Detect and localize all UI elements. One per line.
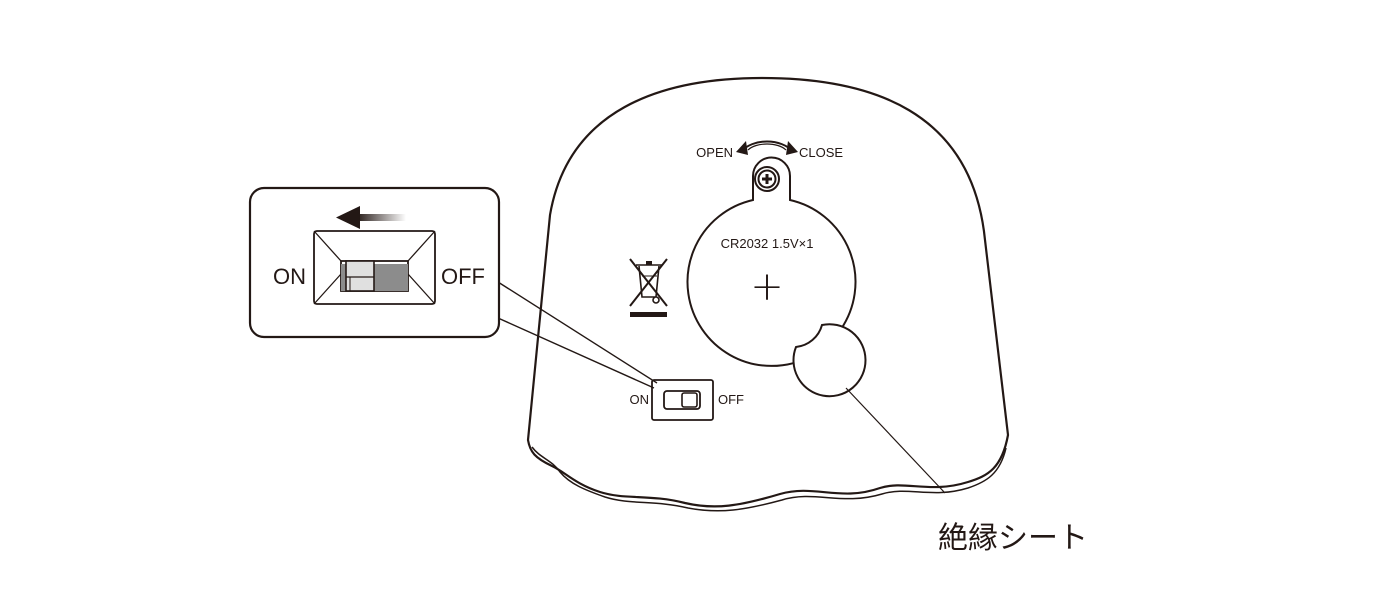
switch-off-label: OFF	[718, 392, 744, 407]
polarity-plus-sign: +	[750, 264, 784, 310]
open-label: OPEN	[696, 145, 733, 160]
zoom-off-label: OFF	[441, 264, 485, 289]
zoomed-switch	[313, 230, 436, 305]
insulation-sheet-leader-line	[845, 387, 946, 494]
callout-leader-lower	[497, 317, 655, 389]
insulation-sheet-label: 絶縁シート	[938, 521, 1088, 556]
battery-spec-label: CR2032 1.5V×1	[721, 236, 814, 251]
insulation-sheet[interactable]	[792, 323, 867, 398]
device-body-inner-edge	[531, 446, 1007, 512]
callout-leader-upper	[497, 281, 658, 384]
arrow-left-icon	[336, 206, 406, 229]
weee-bin-icon	[629, 258, 668, 317]
zoom-on-label: ON	[273, 264, 306, 289]
switch-on-label: ON	[630, 392, 650, 407]
close-label: CLOSE	[799, 145, 843, 160]
rotate-arrows-icon	[736, 140, 798, 155]
zoomed-switch-knob	[345, 260, 375, 292]
screw-icon[interactable]	[754, 166, 780, 192]
power-switch[interactable]	[651, 379, 714, 421]
